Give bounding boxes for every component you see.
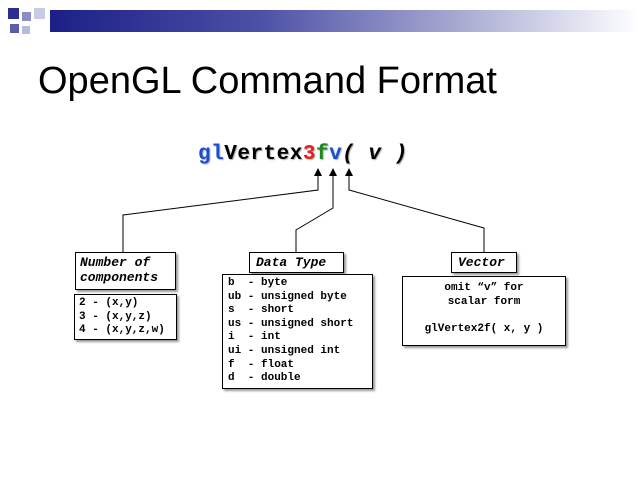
cmd-prefix: gl	[198, 143, 225, 166]
decor-square-5	[22, 26, 30, 34]
data-type-header: Data Type	[256, 255, 327, 270]
decor-square-4	[10, 24, 19, 33]
vector-note-line1: omit “v” for	[444, 282, 524, 294]
components-item: 4 - (x,y,z,w)	[79, 324, 165, 337]
data-type-item: ui - unsigned int	[228, 344, 341, 357]
components-header-box: Number of components	[75, 252, 176, 290]
components-header-line1: Number of	[80, 255, 151, 270]
cmd-name: Vertex	[224, 143, 303, 166]
data-type-item: d - double	[228, 372, 301, 385]
vector-note-box: omit “v” for scalar form glVertex2f( x, …	[402, 276, 566, 346]
vector-example: glVertex2f( x, y )	[424, 322, 544, 335]
data-type-list-box: b - byte ub - unsigned byte s - short us…	[222, 274, 373, 389]
connector-components	[122, 168, 322, 252]
data-type-item: f - float	[228, 358, 295, 371]
data-type-item: i - int	[228, 331, 281, 344]
components-item: 3 - (x,y,z)	[79, 310, 152, 323]
decor-square-2	[22, 12, 31, 21]
cmd-count: 3	[302, 143, 316, 166]
data-type-item: ub - unsigned byte	[228, 290, 347, 303]
connector-data-type	[295, 168, 337, 252]
components-list-box: 2 - (x,y) 3 - (x,y,z) 4 - (x,y,z,w)	[74, 294, 177, 340]
data-type-item: us - unsigned short	[228, 317, 354, 330]
connector-vector	[345, 168, 485, 252]
slide-title: OpenGL Command Format	[38, 60, 497, 102]
data-type-item: s - short	[228, 304, 295, 317]
cmd-args: ( v )	[342, 143, 408, 166]
decor-square-1	[8, 8, 19, 19]
cmd-type: f	[315, 143, 330, 166]
vector-note-line2: scalar form	[447, 295, 521, 308]
vector-header-box: Vector	[451, 252, 517, 273]
components-item: 2 - (x,y)	[79, 297, 139, 309]
decor-square-3	[34, 8, 45, 19]
header-gradient-bar	[50, 10, 638, 32]
gl-command: glVertex3fv( v )	[198, 143, 408, 166]
data-type-item: b - byte	[228, 277, 288, 289]
vector-note-spacer	[407, 309, 561, 323]
vector-header: Vector	[458, 255, 505, 270]
cmd-vector: v	[329, 143, 343, 166]
data-type-header-box: Data Type	[249, 252, 344, 273]
components-header-line2: components	[80, 270, 159, 285]
